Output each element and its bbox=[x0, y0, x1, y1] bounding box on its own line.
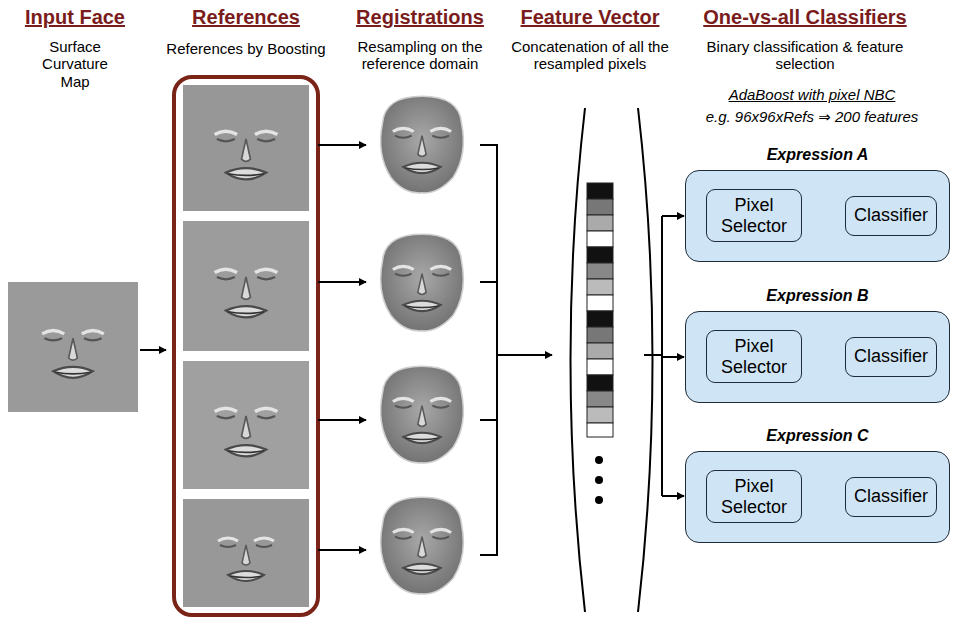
column-subtitle: References by Boosting bbox=[146, 40, 346, 57]
method-note: AdaBoost with pixel NBC bbox=[677, 86, 947, 103]
column-header: Feature Vector bbox=[505, 6, 675, 29]
classifier-group-box: Expression APixel SelectorClassifier bbox=[685, 170, 950, 262]
column-header: Registrations bbox=[335, 6, 505, 29]
column-subtitle: Surface Curvature Map bbox=[30, 38, 120, 90]
box-text: Classifier bbox=[854, 486, 928, 507]
column-header: One-vs-all Classifiers bbox=[660, 6, 950, 29]
classifier-box: Classifier bbox=[845, 337, 937, 377]
classifier-group-box: Expression CPixel SelectorClassifier bbox=[685, 451, 950, 543]
box-text: Pixel Selector bbox=[715, 195, 793, 236]
classifier-box: Classifier bbox=[845, 477, 937, 517]
box-text: Classifier bbox=[854, 346, 928, 367]
column-header: Input Face bbox=[0, 6, 150, 29]
box-text: Pixel Selector bbox=[715, 476, 793, 517]
group-heading: Expression B bbox=[686, 287, 949, 305]
example-note: e.g. 96x96xRefs ⇒ 200 features bbox=[672, 108, 952, 125]
column-header: References bbox=[161, 6, 331, 29]
group-heading: Expression C bbox=[686, 427, 949, 445]
classifier-group-box: Expression BPixel SelectorClassifier bbox=[685, 311, 950, 403]
selector-box: Pixel Selector bbox=[706, 189, 802, 242]
selector-box: Pixel Selector bbox=[706, 330, 802, 383]
box-text: Pixel Selector bbox=[715, 336, 793, 377]
column-subtitle: Binary classification & feature selectio… bbox=[700, 38, 910, 73]
classifier-box: Classifier bbox=[845, 196, 937, 236]
selector-box: Pixel Selector bbox=[706, 470, 802, 523]
column-subtitle: Concatenation of all the resampled pixel… bbox=[505, 38, 675, 73]
column-subtitle: Resampling on the reference domain bbox=[336, 38, 504, 73]
box-text: Classifier bbox=[854, 205, 928, 226]
group-heading: Expression A bbox=[686, 146, 949, 164]
